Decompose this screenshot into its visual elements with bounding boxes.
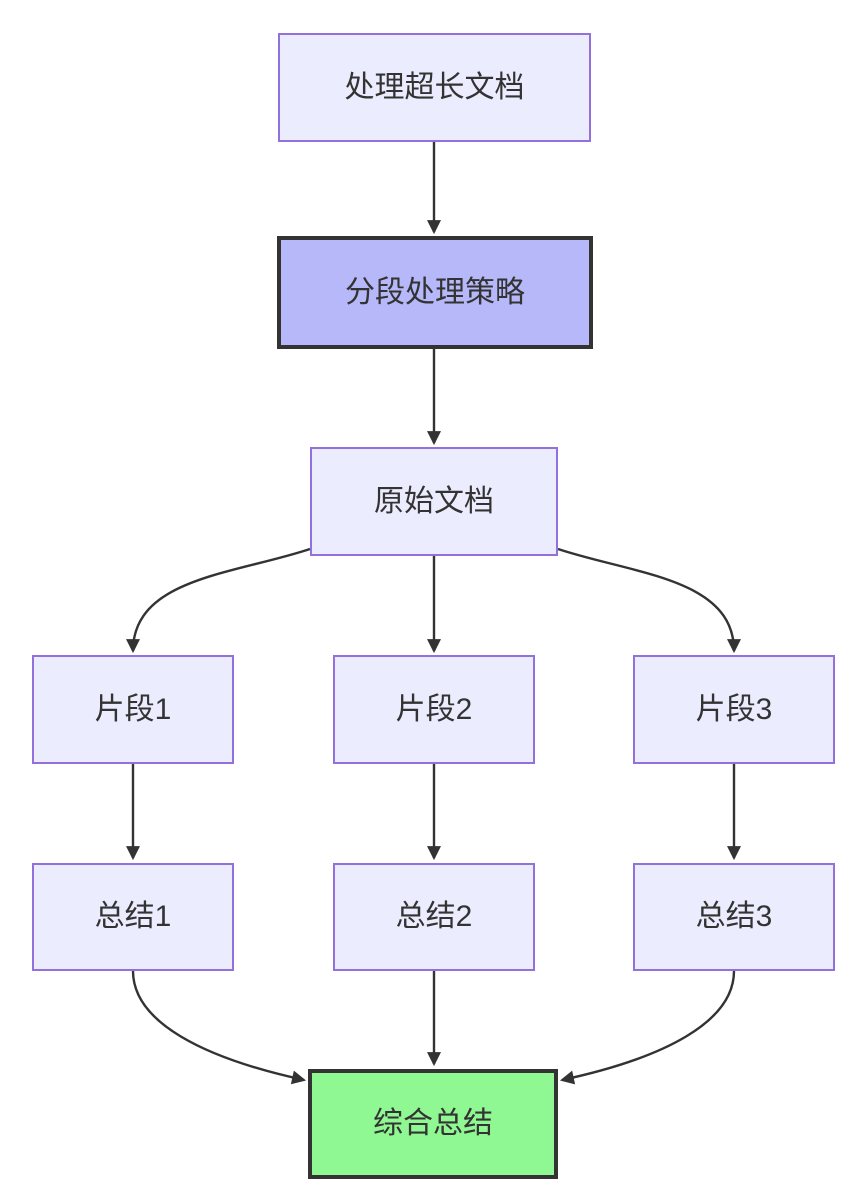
node-summary-2: 总结2 — [333, 863, 535, 971]
edge-e1-f — [131, 970, 307, 1085]
node-final-summary: 综合总结 — [308, 1069, 558, 1179]
node-label: 片段3 — [695, 692, 773, 726]
node-label: 原始文档 — [374, 484, 494, 518]
node-label: 处理超长文档 — [344, 70, 525, 104]
edge-c-d3 — [557, 547, 741, 654]
node-label: 总结1 — [94, 900, 172, 934]
node-label: 片段1 — [94, 692, 172, 726]
node-segmentation-strategy: 分段处理策略 — [277, 236, 593, 349]
node-label: 总结2 — [395, 900, 473, 934]
node-label: 总结3 — [695, 900, 773, 934]
edge-e3-f — [559, 970, 736, 1085]
node-label: 综合总结 — [373, 1107, 493, 1141]
node-original-document: 原始文档 — [310, 447, 558, 556]
node-fragment-3: 片段3 — [633, 655, 835, 764]
node-label: 分段处理策略 — [345, 275, 525, 309]
node-summary-3: 总结3 — [633, 863, 835, 971]
edge-c-d1 — [126, 547, 311, 654]
node-fragment-2: 片段2 — [333, 655, 535, 764]
node-label: 片段2 — [395, 692, 473, 726]
node-summary-1: 总结1 — [32, 863, 234, 971]
node-fragment-1: 片段1 — [32, 655, 234, 764]
node-handle-long-document: 处理超长文档 — [278, 33, 591, 142]
